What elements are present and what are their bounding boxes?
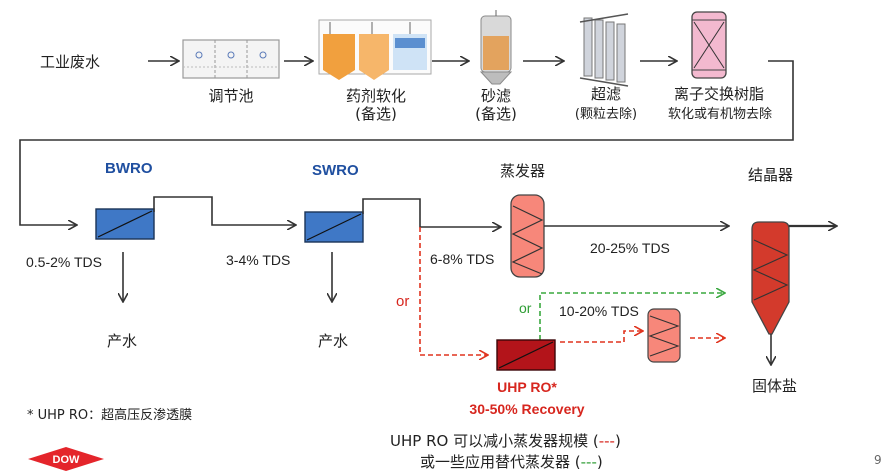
bottom-note-line1: UHP RO 可以减小蒸发器规模 (---) — [390, 430, 621, 451]
dow-logo: DOW — [28, 447, 104, 471]
or-red-label: or — [396, 293, 410, 310]
softening-note: (备选) — [355, 105, 397, 123]
softening-label: 药剂软化 — [345, 87, 406, 105]
swro-arrows — [332, 198, 500, 301]
uhp-ro-label: UHP RO* — [497, 379, 557, 395]
solid-salt-label: 固体盐 — [752, 377, 798, 395]
tds-bwro-in: 0.5-2% TDS — [26, 254, 102, 270]
red-dash-legend: --- — [598, 432, 615, 450]
ion-exchange-label: 离子交换树脂 — [673, 85, 764, 103]
tds-swro-in: 3-4% TDS — [226, 252, 291, 268]
ion-exchange-column-icon — [691, 11, 727, 79]
bwro-membrane-icon — [95, 208, 155, 240]
bottom-note-line2-text: 或一些应用替代蒸发器 ( — [420, 453, 581, 471]
tds-small-evap: 10-20% TDS — [559, 303, 639, 319]
uhp-recovery-label: 30-50% Recovery — [469, 401, 585, 417]
bwro-label: BWRO — [105, 160, 153, 177]
bwro-arrows — [123, 196, 295, 301]
chemical-softening-icon — [318, 19, 432, 80]
page-number: 9 — [874, 453, 882, 467]
swro-label: SWRO — [312, 162, 359, 179]
product-water-2: 产水 — [318, 332, 349, 350]
equalization-label: 调节池 — [208, 87, 254, 105]
svg-text:DOW: DOW — [53, 454, 81, 466]
sand-filter-note: (备选) — [475, 105, 517, 123]
footnote: * UHP RO：超高压反渗透膜 — [27, 408, 193, 423]
bottom-note-line1-text: UHP RO 可以减小蒸发器规模 ( — [390, 432, 599, 450]
bottom-note-line2: 或一些应用替代蒸发器 (---) — [420, 451, 603, 472]
evaporator-icon — [510, 194, 545, 278]
bottom-note-line1-end: ) — [614, 432, 621, 450]
ultrafiltration-label: 超滤 — [590, 85, 621, 103]
uhp-ro-membrane-icon — [496, 339, 556, 371]
bottom-note-line2-end: ) — [596, 453, 603, 471]
green-dashed-path — [539, 293, 724, 340]
ion-exchange-note: 软化或有机物去除 — [667, 107, 772, 122]
or-green-label: or — [519, 300, 532, 316]
top-row-arrows — [19, 61, 794, 225]
product-water-1: 产水 — [107, 332, 138, 350]
small-evaporator-icon — [647, 308, 681, 363]
crystallizer-label: 结晶器 — [748, 166, 794, 184]
tds-evap-out: 20-25% TDS — [590, 240, 670, 256]
crystallizer-icon — [751, 221, 790, 335]
tds-evap-in: 6-8% TDS — [430, 251, 495, 267]
ultrafiltration-note: (颗粒去除) — [574, 107, 638, 122]
swro-membrane-icon — [304, 211, 364, 243]
industrial-wastewater-label: 工业废水 — [40, 53, 101, 71]
ultrafiltration-icon — [579, 13, 629, 87]
evaporator-label: 蒸发器 — [500, 162, 546, 180]
equalization-tank-icon — [182, 39, 280, 79]
sand-filter-label: 砂滤 — [480, 87, 511, 105]
crystallizer-arrows — [771, 226, 836, 364]
green-dash-legend: --- — [580, 453, 597, 471]
uhp-ro-dashed-path — [419, 227, 724, 355]
sand-filter-icon — [479, 10, 513, 85]
